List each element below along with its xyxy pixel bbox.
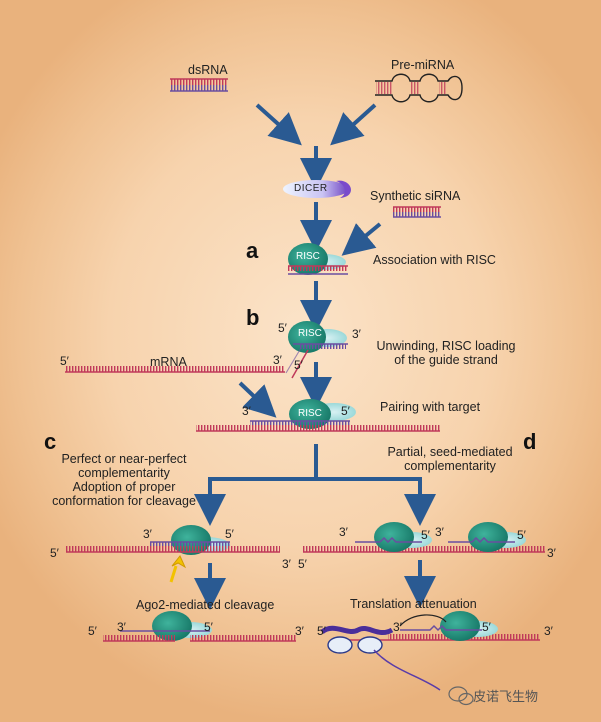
c-guide-end-5: 5′ (225, 527, 234, 541)
step-b-letter: b (246, 305, 260, 330)
risc-complex-a (288, 243, 348, 275)
arrow-premirna-to-dicer (330, 103, 377, 146)
seed-mediated-complexes (303, 522, 545, 553)
step-b-line-2: of the guide strand (394, 353, 498, 367)
pre-mirna-label: Pre-miRNA (391, 58, 455, 72)
synthetic-sirna-duplex (393, 206, 441, 218)
step-a-letter: a (246, 238, 259, 263)
risc-label-b: RISC (298, 328, 322, 339)
mrna-end-5: 5′ (60, 354, 69, 368)
step-b-line-1: Unwinding, RISC loading (376, 339, 516, 353)
dicer-label: DICER (294, 183, 328, 194)
step-b-text: Unwinding, RISC loading of the guide str… (368, 339, 524, 367)
flow-arrows (194, 103, 436, 610)
translation-attenuation-complex (320, 611, 540, 691)
e-guide-end-3: 3′ (117, 620, 126, 634)
d-mrna-end-5: 5′ (298, 557, 307, 571)
cleavage-complex (66, 525, 280, 583)
e-guide-end-5: 5′ (204, 620, 213, 634)
mrna-label: mRNA (150, 355, 187, 369)
wechat-logo-icon (448, 686, 474, 706)
pairing-end-3: 3′ (242, 404, 251, 418)
f-mrna-end-5: 5′ (317, 624, 326, 638)
end-3-b: 3′ (352, 327, 361, 341)
c-mrna-end-5: 5′ (50, 546, 59, 560)
e-mrna-end-3: 3′ (295, 624, 304, 638)
step-d-text: Partial, seed-mediated complementarity (370, 445, 530, 473)
step-d-line-1: Partial, seed-mediated (387, 445, 513, 459)
f-guide-end-5: 5′ (482, 620, 491, 634)
guide-end-5: 5′ (294, 358, 303, 372)
scissors-icon (169, 555, 187, 583)
risc-label-a: RISC (296, 251, 320, 262)
f-guide-end-3: 3′ (393, 620, 402, 634)
risc-pairing-complex (196, 399, 440, 432)
arrow-mrna-to-pairing (238, 381, 277, 418)
d-guide2-end-5: 5′ (517, 528, 526, 542)
step-c-line-1: Perfect or near-perfect (61, 452, 187, 466)
cleavage-label: Ago2-mediated cleavage (136, 598, 275, 612)
end-5-b: 5′ (278, 321, 287, 335)
d-guide2-end-3: 3′ (435, 525, 444, 539)
step-d-line-2: complementarity (404, 459, 496, 473)
step-a-text: Association with RISC (373, 253, 496, 267)
mrna-strand (65, 366, 285, 373)
synthetic-sirna-label: Synthetic siRNA (370, 189, 461, 203)
step-c-line-4: conformation for cleavage (52, 494, 196, 508)
translation-label: Translation attenuation (350, 597, 477, 611)
risc-label-pairing: RISC (298, 408, 322, 419)
risc-complex-b (285, 321, 348, 379)
pairing-label: Pairing with target (380, 400, 481, 414)
arrow-dsrna-to-dicer (255, 103, 302, 146)
cleaved-mrna-complex (103, 611, 296, 642)
step-d-letter: d (523, 429, 537, 454)
dsrna-label: dsRNA (188, 63, 228, 77)
step-c-letter: c (44, 429, 57, 454)
step-c-line-3: Adoption of proper (72, 480, 176, 494)
c-guide-end-3: 3′ (143, 527, 152, 541)
e-mrna-end-5: 5′ (88, 624, 97, 638)
dsrna-duplex (170, 78, 228, 92)
ribosome-icon (320, 625, 394, 654)
d-guide1-end-5: 5′ (421, 528, 430, 542)
d-mrna-end-3: 3′ (547, 546, 556, 560)
c-mrna-end-3: 3′ (282, 557, 291, 571)
watermark-text: 皮诺飞生物 (473, 689, 539, 704)
f-mrna-end-3: 3′ (544, 624, 553, 638)
dicer-enzyme (283, 180, 352, 198)
pre-mirna-hairpin (375, 73, 463, 103)
step-c-text: Perfect or near-perfect complementarity … (30, 452, 218, 508)
pairing-end-5: 5′ (341, 404, 350, 418)
mrna-end-3: 3′ (273, 353, 282, 367)
step-c-line-2: complementarity (78, 466, 170, 480)
arrow-sirna-to-risc (341, 222, 382, 256)
d-guide1-end-3: 3′ (339, 525, 348, 539)
